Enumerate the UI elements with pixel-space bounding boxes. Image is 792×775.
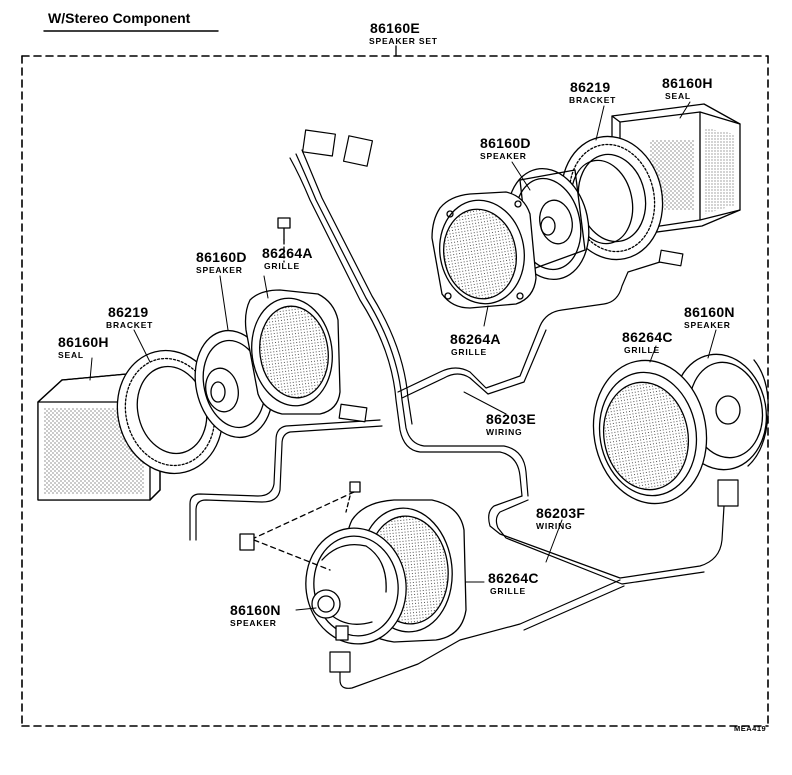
grille-c-right-name: GRILLE (624, 345, 660, 355)
bracket-right-number: 86219 (570, 79, 611, 95)
grille-c-right (582, 351, 717, 512)
speaker-n-right-name: SPEAKER (684, 320, 731, 330)
screw-top (278, 218, 290, 262)
seal-right-number: 86160H (662, 75, 713, 91)
speaker-set-outline (22, 56, 768, 726)
speaker-n-bottom (298, 522, 413, 651)
speaker-d-right-number: 86160D (480, 135, 531, 151)
speaker-set-name: SPEAKER SET (369, 36, 438, 46)
speaker-n-bottom-number: 86160N (230, 602, 281, 618)
grille-c-right-number: 86264C (622, 329, 673, 345)
grille-a-left-name: GRILLE (264, 261, 300, 271)
speaker-d-left-name: SPEAKER (196, 265, 243, 275)
bracket-left-name: BRACKET (106, 320, 154, 330)
grille-a-right-number: 86264A (450, 331, 501, 347)
diagram-title: W/Stereo Component (48, 10, 191, 26)
seal-left-number: 86160H (58, 334, 109, 350)
drawing-code: MEA419 (734, 724, 767, 733)
seal-right-name: SEAL (665, 91, 691, 101)
grille-c-bottom-number: 86264C (488, 570, 539, 586)
wiring-harness (190, 130, 738, 688)
wiring-f-number: 86203F (536, 505, 586, 521)
grille-a-left (245, 290, 340, 414)
speaker-n-bottom-name: SPEAKER (230, 618, 277, 628)
wiring-e-name: WIRING (486, 427, 523, 437)
speaker-d-left-number: 86160D (196, 249, 247, 265)
screw-bottom (240, 482, 360, 570)
seal-left-name: SEAL (58, 350, 84, 360)
wiring-f-name: WIRING (536, 521, 573, 531)
grille-a-left-number: 86264A (262, 245, 313, 261)
grille-c-bottom-name: GRILLE (490, 586, 526, 596)
bracket-left-number: 86219 (108, 304, 149, 320)
speaker-set-number: 86160E (370, 20, 421, 36)
speaker-d-right-name: SPEAKER (480, 151, 527, 161)
grille-a-right (432, 192, 536, 311)
leader-lines (90, 102, 716, 610)
bracket-right-name: BRACKET (569, 95, 617, 105)
wiring-e-number: 86203E (486, 411, 537, 427)
speaker-n-right-number: 86160N (684, 304, 735, 320)
grille-a-right-name: GRILLE (451, 347, 487, 357)
